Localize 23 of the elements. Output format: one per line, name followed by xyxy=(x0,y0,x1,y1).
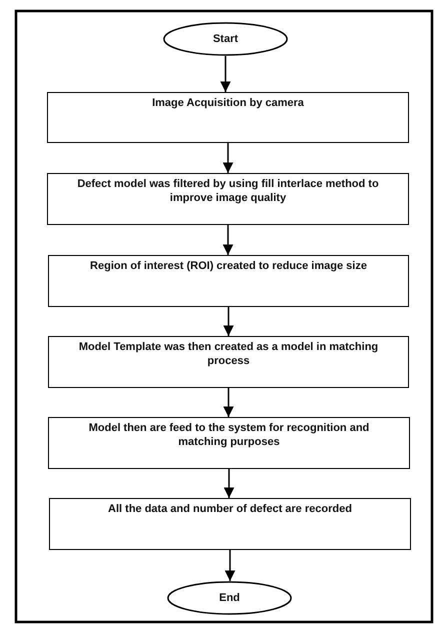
process-box xyxy=(48,417,410,469)
step-text: Region of interest (ROI) created to reduce image size xyxy=(90,259,367,273)
terminator-ellipse xyxy=(163,22,288,56)
step-text: Model then are feed to the system for recognition and matching purposes xyxy=(88,421,370,449)
process-box xyxy=(47,173,409,225)
process-box xyxy=(48,336,409,388)
step-text: Start xyxy=(212,32,238,46)
step-text: All the data and number of defect are recorded xyxy=(108,502,352,516)
process-box xyxy=(48,255,409,307)
arrow xyxy=(222,225,234,255)
process-box xyxy=(47,92,409,143)
arrow xyxy=(220,56,231,92)
arrow xyxy=(224,469,234,498)
step-text: Image Acquisition by camera xyxy=(152,96,304,110)
step-text: End xyxy=(219,591,240,605)
arrow xyxy=(223,388,234,417)
step-text: Defect model was filtered by using fill interlace method to improve image quality xyxy=(76,177,380,205)
terminator-ellipse xyxy=(167,581,292,615)
process-box xyxy=(49,498,411,550)
arrow xyxy=(223,307,234,336)
step-text: Model Template was then created as a model in matching process xyxy=(78,340,380,368)
arrow xyxy=(224,550,236,581)
arrow xyxy=(222,143,234,173)
